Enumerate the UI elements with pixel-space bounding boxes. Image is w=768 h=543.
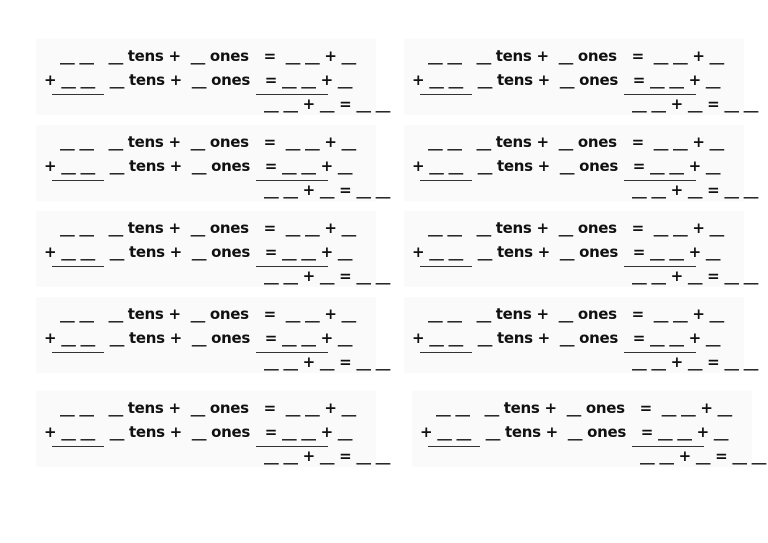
problem-line-1: __ __ __ tens + __ ones = __ __ + __ [428,133,724,151]
sum-underline [256,266,328,267]
addend-underline [52,266,104,267]
problem-4: __ __ __ tens + __ ones = __ __ + __ + _… [36,297,390,375]
problem-line-2: + __ __ __ tens + __ ones = __ __ + __ [44,329,353,347]
problem-panel [36,391,376,467]
problem-line-2: + __ __ __ tens + __ ones = __ __ + __ [44,243,353,261]
problem-line-3: __ __ + __ = __ __ [632,181,759,199]
problem-line-1: __ __ __ tens + __ ones = __ __ + __ [428,47,724,65]
problem-line-3: __ __ + __ = __ __ [632,353,759,371]
sum-underline [256,446,328,447]
problem-line-3: __ __ + __ = __ __ [264,181,391,199]
problem-line-3: __ __ + __ = __ __ [264,95,391,113]
addend-underline [420,94,472,95]
problem-line-3: __ __ + __ = __ __ [264,267,391,285]
sum-underline [624,94,696,95]
problem-6: __ __ __ tens + __ ones = __ __ + __ + _… [404,39,758,117]
problem-line-3: __ __ + __ = __ __ [632,95,759,113]
problem-line-3: __ __ + __ = __ __ [632,267,759,285]
problem-7: __ __ __ tens + __ ones = __ __ + __ + _… [404,125,758,203]
sum-underline [256,94,328,95]
addend-underline [52,446,104,447]
problem-line-3: __ __ + __ = __ __ [264,353,391,371]
problem-line-3: __ __ + __ = __ __ [640,447,767,465]
sum-underline [256,180,328,181]
problem-panel [36,39,376,115]
addend-underline [52,94,104,95]
problem-9: __ __ __ tens + __ ones = __ __ + __ + _… [404,297,758,375]
problem-line-2: + __ __ __ tens + __ ones = __ __ + __ [44,423,353,441]
addend-underline [52,180,104,181]
problem-line-2: + __ __ __ tens + __ ones = __ __ + __ [44,71,353,89]
addend-underline [420,266,472,267]
problem-8: __ __ __ tens + __ ones = __ __ + __ + _… [404,211,758,289]
addend-underline [420,180,472,181]
problem-line-1: __ __ __ tens + __ ones = __ __ + __ [428,305,724,323]
problem-1: __ __ __ tens + __ ones = __ __ + __ + _… [36,39,390,117]
problem-10: __ __ __ tens + __ ones = __ __ + __ + _… [412,391,766,469]
problem-3: __ __ __ tens + __ ones = __ __ + __ + _… [36,211,390,289]
addend-underline [52,352,104,353]
problem-line-1: __ __ __ tens + __ ones = __ __ + __ [60,47,356,65]
problem-line-3: __ __ + __ = __ __ [264,447,391,465]
problem-line-2: + __ __ __ tens + __ ones = __ __ + __ [44,157,353,175]
problem-panel [404,297,744,373]
problem-panel [404,125,744,201]
problem-line-2: + __ __ __ tens + __ ones = __ __ + __ [420,423,729,441]
problem-line-1: __ __ __ tens + __ ones = __ __ + __ [60,305,356,323]
problem-panel [36,297,376,373]
problem-line-2: + __ __ __ tens + __ ones = __ __ + __ [412,157,721,175]
sum-underline [624,266,696,267]
sum-underline [624,352,696,353]
problem-panel [404,211,744,287]
problem-line-2: + __ __ __ tens + __ ones = __ __ + __ [412,329,721,347]
problem-line-1: __ __ __ tens + __ ones = __ __ + __ [60,399,356,417]
problem-panel [404,39,744,115]
problem-line-2: + __ __ __ tens + __ ones = __ __ + __ [412,71,721,89]
sum-underline [632,446,704,447]
problem-panel [36,211,376,287]
problem-line-2: + __ __ __ tens + __ ones = __ __ + __ [412,243,721,261]
problem-line-1: __ __ __ tens + __ ones = __ __ + __ [436,399,732,417]
sum-underline [256,352,328,353]
sum-underline [624,180,696,181]
problem-panel [412,391,752,467]
problem-line-1: __ __ __ tens + __ ones = __ __ + __ [60,133,356,151]
problem-5: __ __ __ tens + __ ones = __ __ + __ + _… [36,391,390,469]
problem-line-1: __ __ __ tens + __ ones = __ __ + __ [60,219,356,237]
problem-2: __ __ __ tens + __ ones = __ __ + __ + _… [36,125,390,203]
problem-panel [36,125,376,201]
problem-line-1: __ __ __ tens + __ ones = __ __ + __ [428,219,724,237]
addend-underline [420,352,472,353]
addend-underline [428,446,480,447]
